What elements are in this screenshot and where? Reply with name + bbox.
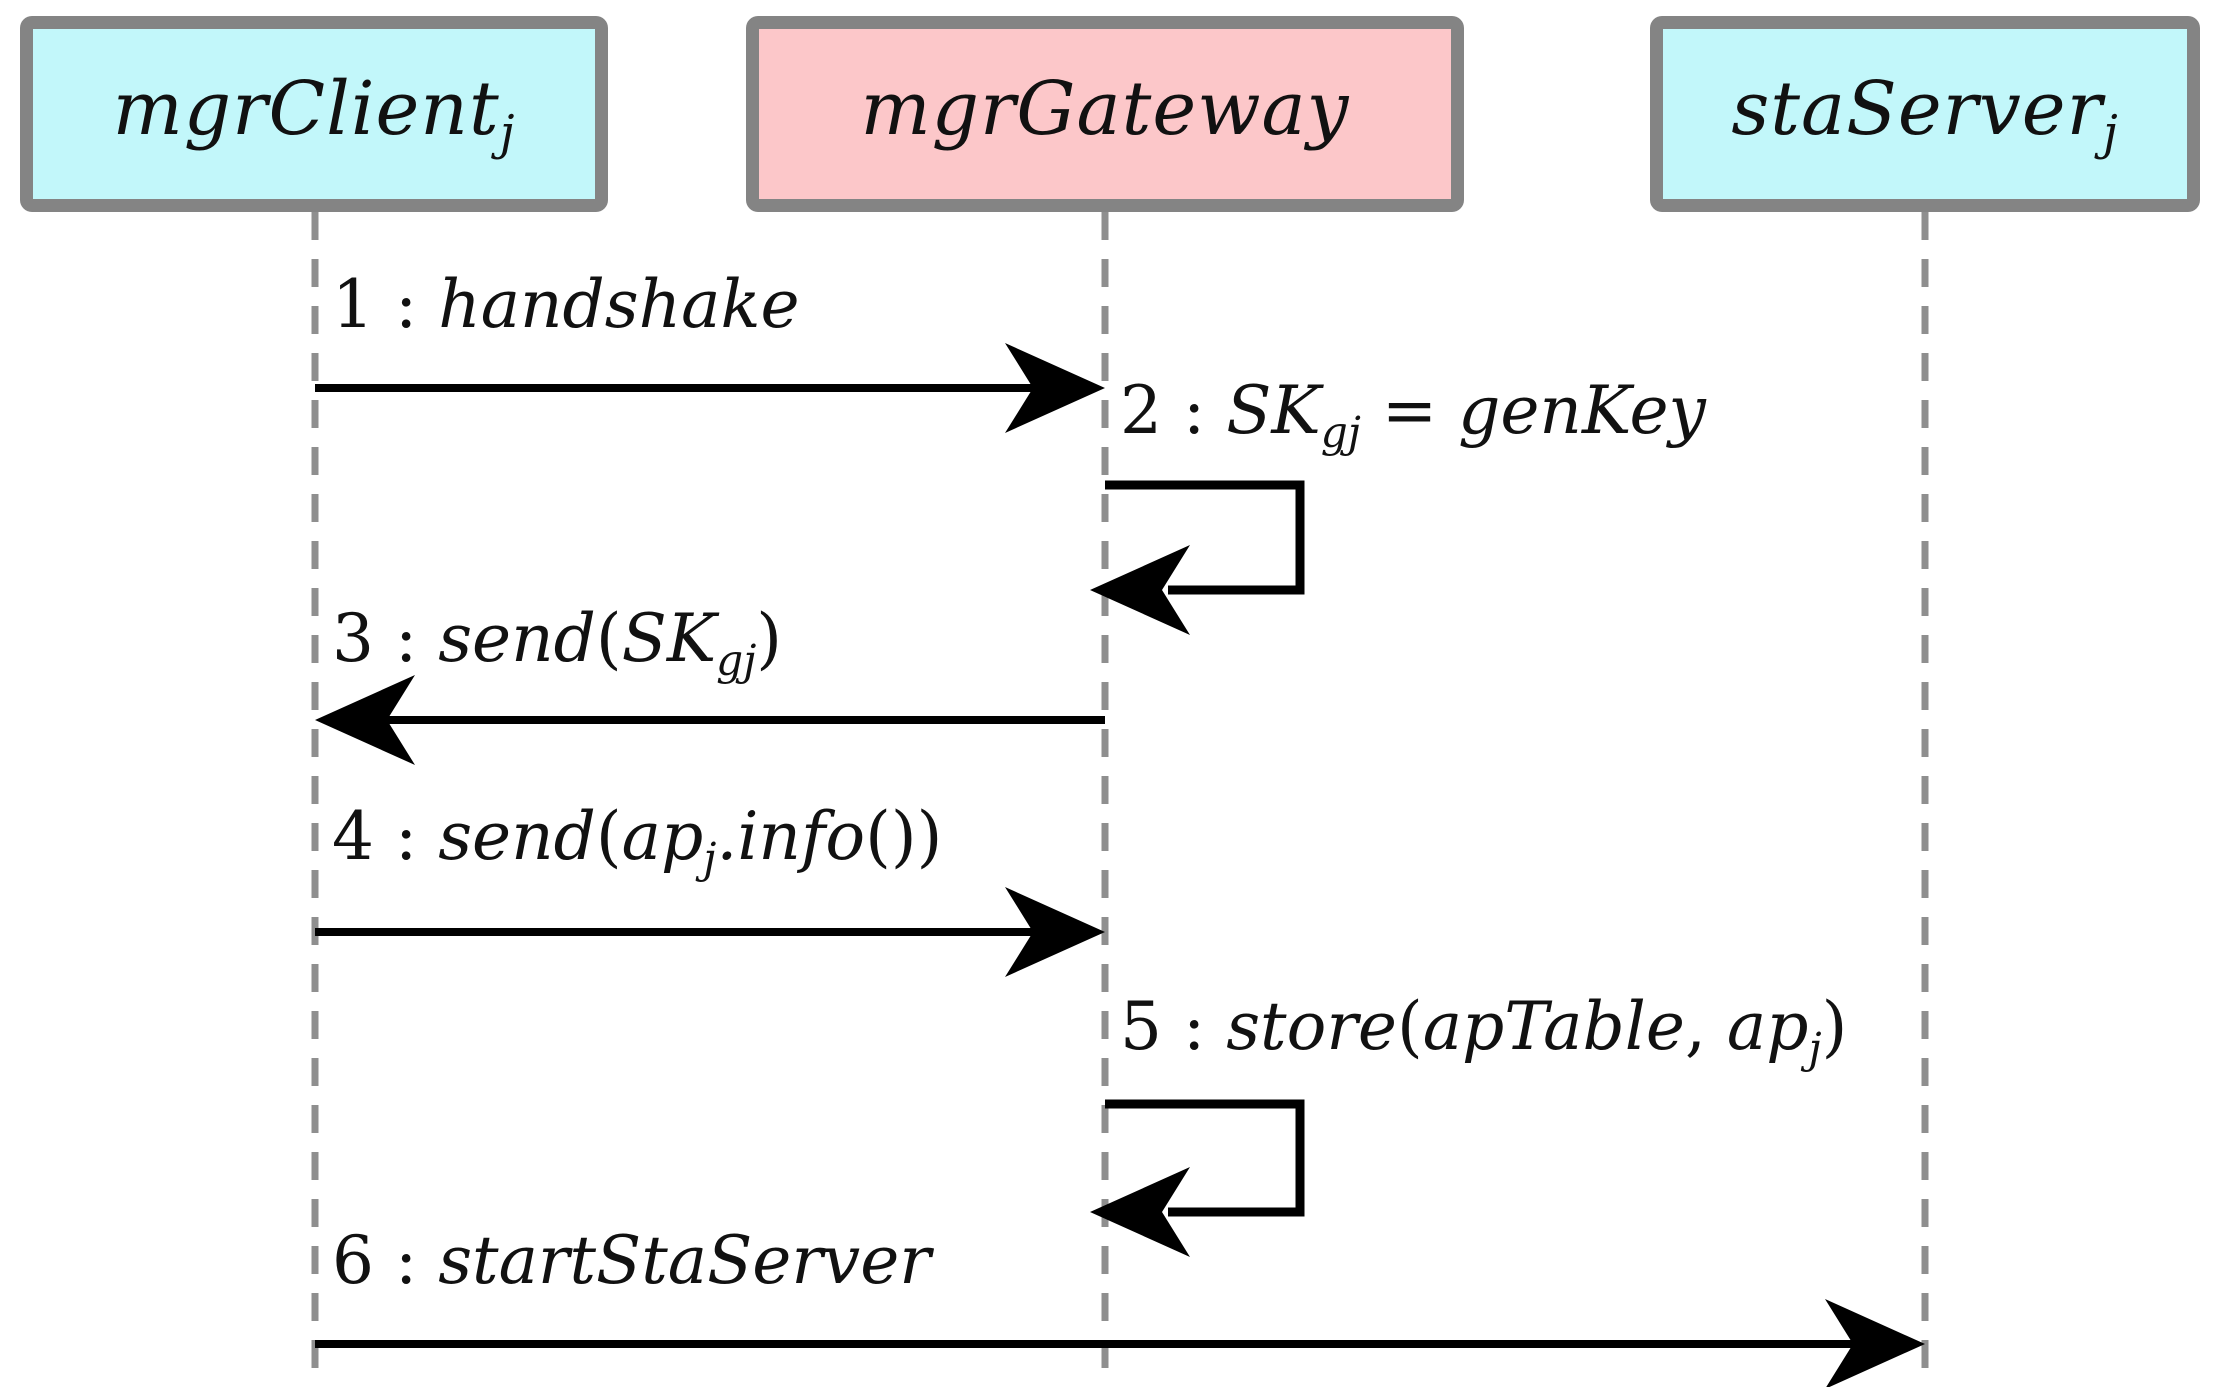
actor-label-staserver: staServerj	[1731, 66, 2119, 162]
label-segment: store	[1226, 988, 1397, 1065]
message-label-1: 1 : handshake	[332, 266, 800, 343]
label-segment: send	[438, 798, 596, 875]
label-segment: SK	[621, 600, 717, 677]
label-segment: startStaServer	[438, 1222, 931, 1299]
actor-box-mgrclient: mgrClientj	[20, 16, 608, 212]
actor-box-mgrgateway: mgrGateway	[746, 16, 1464, 212]
message-1-arrow	[315, 343, 1105, 433]
message-2-self-loop	[1090, 480, 1305, 635]
message-6-arrow	[315, 1299, 1925, 1387]
label-segment: 2 :	[1120, 372, 1227, 449]
label-segment: =	[1360, 372, 1459, 449]
label-segment: handshake	[438, 266, 800, 343]
arrowhead	[315, 675, 415, 765]
actor-label-mgrclient: mgrClientj	[112, 66, 516, 162]
label-segment: (	[1396, 988, 1423, 1065]
label-segment: (	[595, 600, 622, 677]
label-segment: j	[1808, 1023, 1822, 1073]
label-segment: gj	[1320, 407, 1361, 457]
label-segment: 4 :	[332, 798, 439, 875]
arrowhead	[1090, 1167, 1190, 1257]
message-label-4: 4 : send(apj.info())	[332, 798, 942, 883]
label-segment: j	[703, 833, 717, 883]
arrowhead	[1005, 887, 1105, 977]
message-label-3: 3 : send(SKgj)	[332, 600, 782, 685]
message-5-self-loop	[1090, 1099, 1305, 1257]
label-segment: .info	[716, 798, 866, 875]
label-segment: gj	[716, 635, 757, 685]
label-segment: )	[756, 600, 783, 677]
label-segment: 6 :	[332, 1222, 439, 1299]
message-4-arrow	[315, 887, 1105, 977]
label-segment: (	[595, 798, 622, 875]
label-segment: 3 :	[332, 600, 439, 677]
label-segment: ())	[865, 798, 943, 875]
message-label-5: 5 : store(apTable, apj)	[1120, 988, 1847, 1073]
label-segment: 1 :	[332, 266, 439, 343]
message-3-arrow	[315, 675, 1105, 765]
message-label-2: 2 : SKgj = genKey	[1120, 372, 1706, 457]
label-segment: )	[1821, 988, 1848, 1065]
message-label-6: 6 : startStaServer	[332, 1222, 931, 1299]
arrowhead	[1825, 1299, 1925, 1387]
label-segment: send	[438, 600, 596, 677]
arrowhead	[1005, 343, 1105, 433]
label-segment: ,	[1684, 988, 1727, 1065]
arrowhead	[1090, 545, 1190, 635]
label-segment: apTable	[1422, 988, 1685, 1065]
label-segment: ap	[621, 798, 704, 875]
label-segment: SK	[1226, 372, 1321, 449]
actor-label-mgrgateway: mgrGateway	[860, 66, 1350, 153]
label-segment: 5 :	[1120, 988, 1227, 1065]
actor-box-staserver: staServerj	[1650, 16, 2200, 212]
label-segment: ap	[1726, 988, 1809, 1065]
label-segment: genKey	[1458, 372, 1706, 449]
